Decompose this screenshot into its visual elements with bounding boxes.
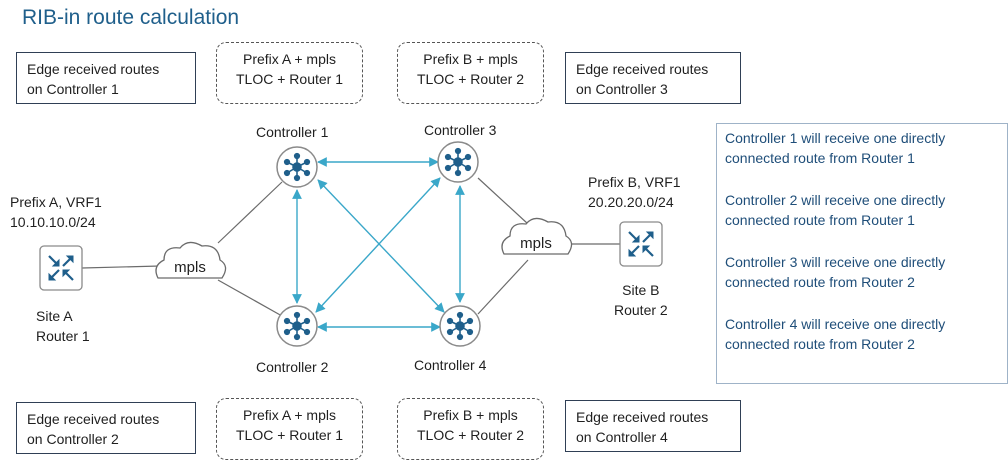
info-line: connected route from Router 2 (725, 274, 915, 290)
box-line: on Controller 2 (27, 431, 119, 447)
site-a-prefix-line: 10.10.10.0/24 (10, 214, 96, 230)
box-line: TLOC + Router 1 (236, 71, 343, 87)
box-line: Prefix B + mpls (423, 407, 518, 423)
route-info-panel: Controller 1 will receive one directly c… (716, 123, 1008, 384)
link-controller3-cloud (477, 177, 529, 225)
box-line: Edge received routes (576, 409, 709, 425)
hub-node-icon (283, 152, 311, 182)
arrow-c1-c4 (317, 179, 445, 313)
box-line: Edge received routes (27, 61, 160, 77)
physical-links (81, 177, 620, 317)
router-2-node (619, 221, 663, 267)
info-controller-1: Controller 1 will receive one directly c… (725, 128, 999, 168)
site-b-label-line: Router 2 (614, 302, 668, 318)
controller-1-node (276, 146, 318, 188)
hub-node-icon (283, 311, 311, 341)
cloud-icon: mpls (155, 241, 227, 279)
controller-3-label: Controller 3 (424, 122, 497, 138)
info-line: Controller 4 will receive one directly (725, 316, 946, 332)
info-line: connected route from Router 1 (725, 212, 915, 228)
box-line: TLOC + Router 2 (417, 71, 524, 87)
page-title: RIB-in route calculation (22, 6, 240, 29)
box-line: on Controller 4 (576, 429, 668, 445)
box-line: Edge received routes (576, 61, 709, 77)
controller-3-node (437, 141, 479, 183)
hub-node-icon (444, 147, 472, 177)
site-b-prefix-line: Prefix B, VRF1 (588, 174, 681, 190)
cloud-label-right: mpls (520, 235, 552, 252)
controller-2-node (276, 305, 318, 347)
site-a-prefix: Prefix A, VRF1 10.10.10.0/24 (10, 192, 102, 232)
box-line: on Controller 3 (576, 81, 668, 97)
box-line: Prefix A + mpls (243, 407, 336, 423)
router-cross-arrows-icon (48, 255, 74, 281)
site-b-prefix: Prefix B, VRF1 20.20.20.0/24 (588, 172, 681, 212)
box-line: on Controller 1 (27, 81, 119, 97)
prefix-a-tloc-box-bottom: Prefix A + mpls TLOC + Router 1 (216, 398, 363, 460)
site-a-prefix-line: Prefix A, VRF1 (10, 194, 102, 210)
info-line: connected route from Router 2 (725, 336, 915, 352)
info-controller-3: Controller 3 will receive one directly c… (725, 252, 999, 292)
site-a-router-label: Site A Router 1 (36, 306, 90, 346)
controller-1-label: Controller 1 (256, 124, 329, 140)
info-controller-2: Controller 2 will receive one directly c… (725, 190, 999, 230)
hub-node-icon (446, 311, 474, 341)
controller-4-label: Controller 4 (414, 357, 487, 373)
link-router1-cloud (81, 265, 161, 269)
edge-routes-controller-3-box: Edge received routes on Controller 3 (565, 52, 741, 104)
info-line: Controller 1 will receive one directly (725, 130, 946, 146)
site-b-prefix-line: 20.20.20.0/24 (588, 194, 674, 210)
router-1-node (39, 245, 83, 291)
box-line: TLOC + Router 1 (236, 427, 343, 443)
cloud-label-left: mpls (174, 259, 206, 276)
link-cloud-controller1 (217, 181, 283, 244)
box-line: Prefix A + mpls (243, 51, 336, 67)
controller-4-node (439, 305, 481, 347)
site-b-label-line: Site B (622, 282, 660, 298)
prefix-b-tloc-box-top: Prefix B + mpls TLOC + Router 2 (397, 42, 544, 104)
cloud-icon: mpls (501, 217, 573, 255)
edge-routes-controller-2-box: Edge received routes on Controller 2 (16, 402, 196, 454)
link-controller4-cloud (477, 259, 529, 315)
link-cloud-controller2 (217, 279, 283, 317)
edge-routes-controller-4-box: Edge received routes on Controller 4 (565, 400, 741, 452)
info-line: connected route from Router 1 (725, 150, 915, 166)
prefix-a-tloc-box-top: Prefix A + mpls TLOC + Router 1 (216, 42, 363, 104)
site-b-router-label: Site B Router 2 (614, 280, 668, 320)
box-line: Edge received routes (27, 411, 160, 427)
site-a-label-line: Router 1 (36, 328, 90, 344)
site-a-label-line: Site A (36, 308, 73, 324)
box-line: TLOC + Router 2 (417, 427, 524, 443)
edge-routes-controller-1-box: Edge received routes on Controller 1 (16, 52, 196, 104)
prefix-b-tloc-box-bottom: Prefix B + mpls TLOC + Router 2 (397, 398, 544, 460)
controller-2-label: Controller 2 (256, 359, 329, 375)
info-controller-4: Controller 4 will receive one directly c… (725, 314, 999, 354)
info-line: Controller 2 will receive one directly (725, 192, 946, 208)
box-line: Prefix B + mpls (423, 51, 518, 67)
control-links (292, 157, 465, 332)
arrow-c2-c3 (315, 177, 441, 313)
router-cross-arrows-icon (628, 231, 654, 257)
info-line: Controller 3 will receive one directly (725, 254, 946, 270)
